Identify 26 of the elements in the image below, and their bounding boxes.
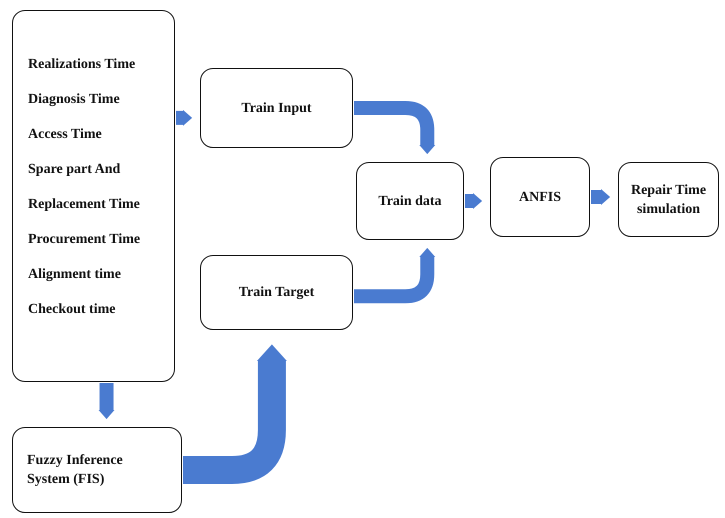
process-box bbox=[618, 162, 719, 237]
process-box bbox=[200, 68, 353, 148]
box-label: Train data bbox=[378, 192, 442, 210]
box-label: Spare part And Replacement Time bbox=[28, 161, 141, 214]
box-label: Train Input bbox=[241, 100, 312, 118]
block-arrow bbox=[591, 189, 610, 205]
box-label: Alignment time bbox=[28, 266, 122, 284]
block-arrow bbox=[98, 383, 115, 420]
block-arrow bbox=[465, 193, 482, 209]
box-label: ANFIS bbox=[518, 188, 561, 206]
block-arrow bbox=[354, 248, 436, 304]
box-label: Realizations Time bbox=[28, 56, 136, 74]
block-arrow bbox=[354, 101, 436, 154]
process-box bbox=[12, 10, 175, 382]
box-label: Repair Time simulation bbox=[630, 182, 708, 218]
box-label: Access Time bbox=[28, 126, 103, 144]
box-label: Diagnosis Time bbox=[28, 91, 121, 109]
box-label: Procurement Time bbox=[28, 231, 142, 249]
process-box bbox=[12, 427, 182, 513]
process-box bbox=[356, 162, 464, 240]
block-arrow bbox=[176, 110, 192, 126]
process-box bbox=[200, 255, 353, 330]
process-box bbox=[490, 157, 590, 237]
box-label: Train Target bbox=[238, 284, 314, 302]
box-label: Fuzzy Inference System (FIS) bbox=[27, 452, 124, 489]
box-label: Checkout time bbox=[28, 301, 116, 319]
